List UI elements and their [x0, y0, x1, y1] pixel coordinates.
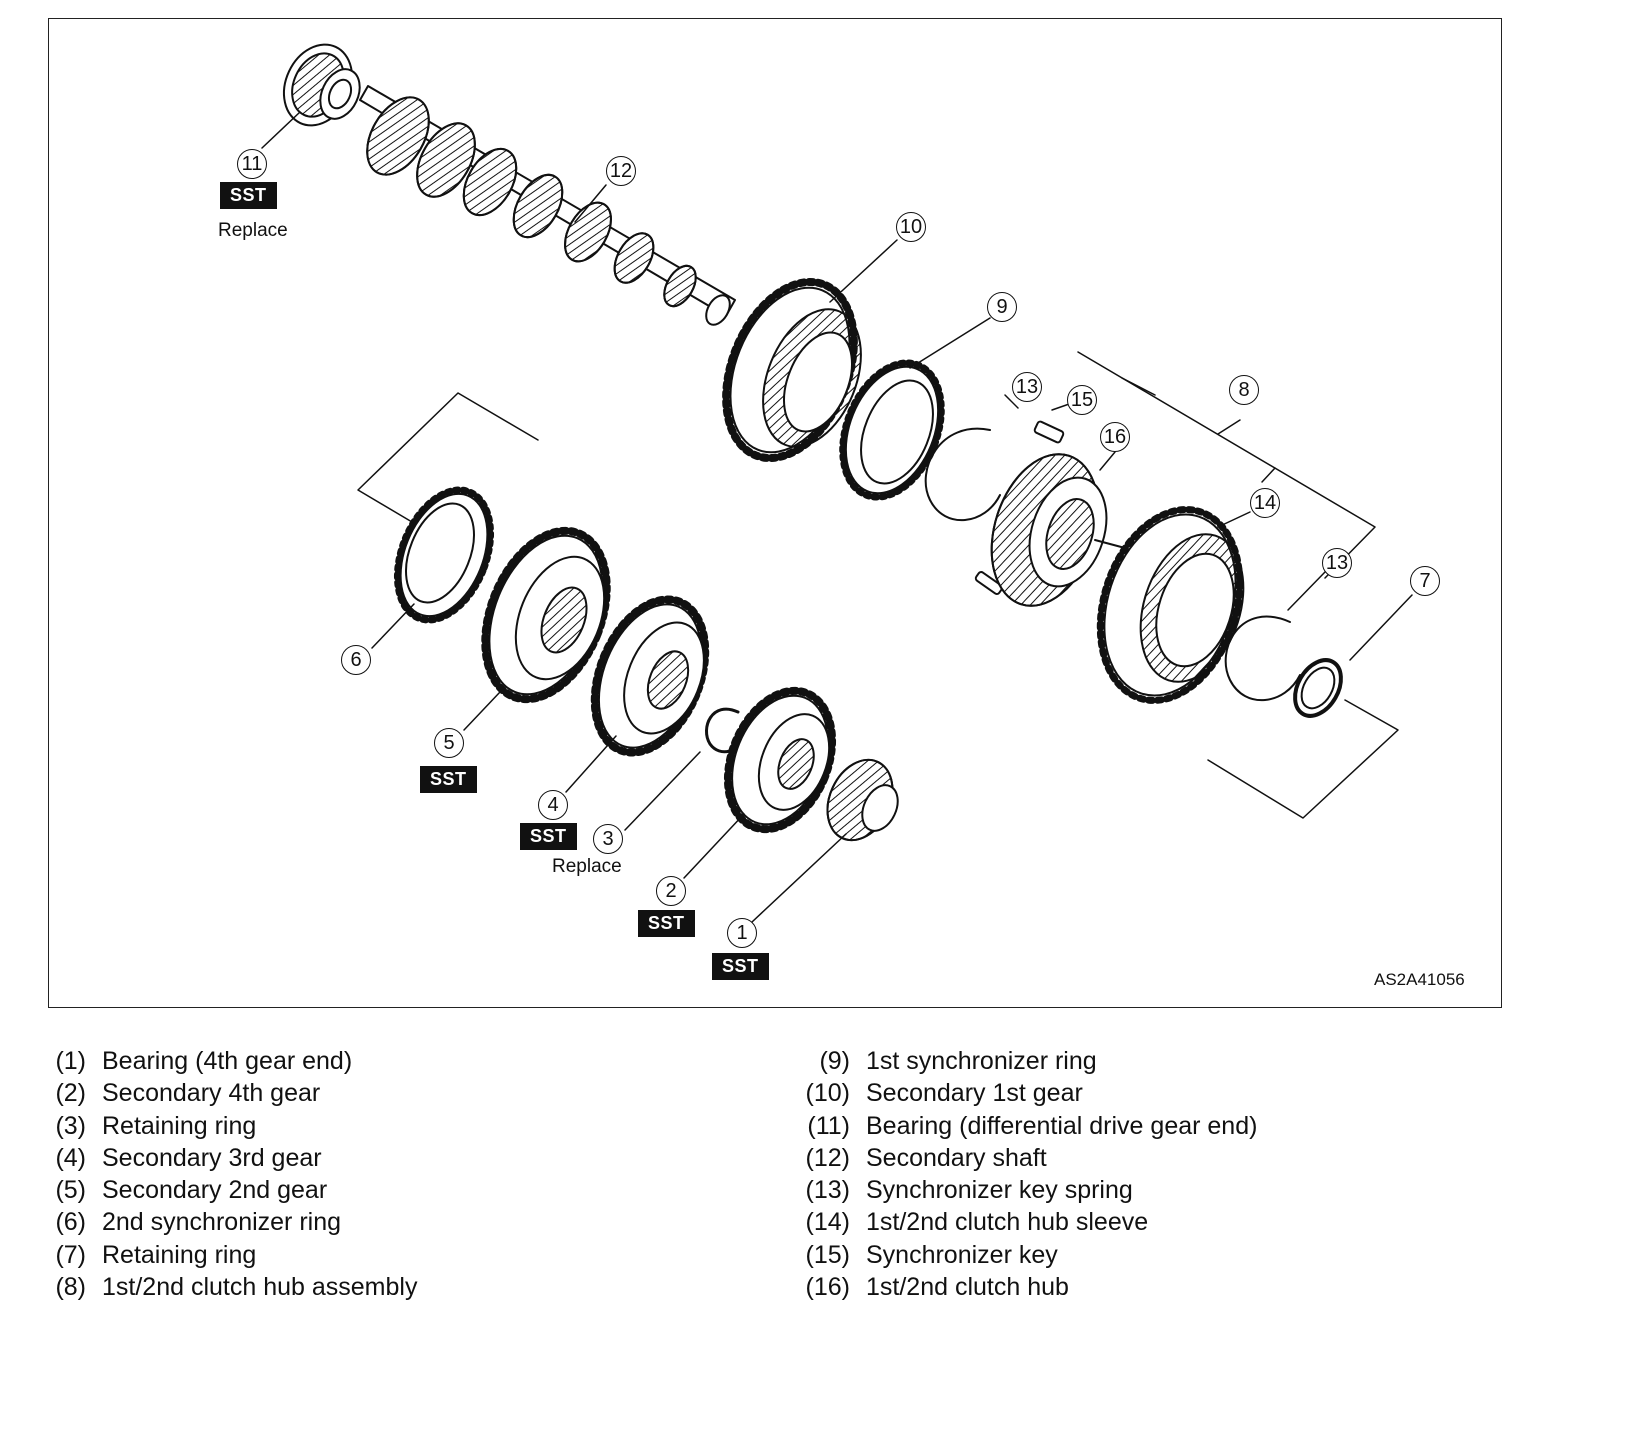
sst-tag-1: SST: [712, 953, 769, 980]
callout-1: 1: [727, 918, 757, 948]
legend-item-number: (4): [55, 1143, 86, 1172]
1st-2nd-clutch-hub-sleeve-part: [1096, 506, 1245, 704]
legend-item-text: Retaining ring: [102, 1240, 257, 1269]
legend-item: (16) 1st/2nd clutch hub: [802, 1271, 1257, 1303]
bearing-differential-end-part: [282, 43, 361, 127]
callout-3: 3: [593, 824, 623, 854]
synchronizer-key-part: [1033, 420, 1065, 444]
legend-item-text: Secondary shaft: [866, 1143, 1047, 1172]
legend-item-text: Secondary 2nd gear: [102, 1176, 328, 1205]
2nd-synchronizer-ring-part: [393, 486, 495, 624]
legend-left-column: (1) Bearing (4th gear end) (2) Secondary 4t…: [50, 1045, 417, 1303]
legend-item-number: (5): [55, 1176, 86, 1205]
secondary-3rd-gear-part: [590, 595, 710, 757]
legend-item-text: Retaining ring: [102, 1111, 257, 1140]
figure-code: AS2A41056: [1374, 970, 1465, 989]
legend-item: (8) 1st/2nd clutch hub assembly: [50, 1271, 417, 1303]
legend-item-text: Synchronizer key: [866, 1240, 1058, 1269]
legend-item: (2) Secondary 4th gear: [50, 1077, 417, 1109]
legend-item-number: (9): [819, 1047, 850, 1075]
callout-13-lower: 13: [1322, 548, 1352, 578]
secondary-2nd-gear-part: [481, 526, 611, 704]
legend-item-text: Bearing (4th gear end): [102, 1047, 353, 1075]
synchronizer-key-spring-lower-part: [1224, 615, 1301, 702]
legend-item-number: (15): [805, 1240, 850, 1269]
legend-item: (4) Secondary 3rd gear: [50, 1142, 417, 1174]
legend-item-text: 1st/2nd clutch hub sleeve: [866, 1208, 1149, 1237]
replace-note-3: Replace: [552, 856, 622, 877]
leader-lines: [261, 111, 1413, 923]
legend-item: (15) Synchronizer key: [802, 1239, 1257, 1271]
callout-14: 14: [1250, 488, 1280, 518]
legend-item-text: 1st/2nd clutch hub: [866, 1273, 1069, 1302]
legend-item-number: (13): [805, 1176, 850, 1205]
callout-12: 12: [606, 156, 636, 186]
legend-item-text: 1st/2nd clutch hub assembly: [102, 1273, 418, 1302]
legend-item: (5) Secondary 2nd gear: [50, 1174, 417, 1206]
legend-item-number: (6): [55, 1208, 86, 1237]
legend-item: (10) Secondary 1st gear: [802, 1077, 1257, 1109]
callout-4: 4: [538, 790, 568, 820]
legend-item: (9) 1st synchronizer ring: [802, 1045, 1257, 1077]
1st-2nd-clutch-hub-part: [990, 453, 1126, 607]
synchronizer-key-spring-upper-part: [924, 427, 1001, 522]
legend-item-number: (2): [55, 1079, 86, 1108]
legend-right-column: (9) 1st synchronizer ring (10) Secondary 1s…: [802, 1045, 1258, 1303]
legend-item: (3) Retaining ring: [50, 1110, 417, 1142]
legend-item: (11) Bearing (differential drive gear end…: [802, 1110, 1257, 1142]
callout-8: 8: [1229, 375, 1259, 405]
sst-tag-2: SST: [638, 910, 695, 937]
legend-item-number: (12): [805, 1143, 850, 1172]
replace-note-11: Replace: [218, 220, 288, 241]
exploded-view-figure: [48, 18, 1502, 1008]
callout-11: 11: [237, 149, 267, 179]
callout-15: 15: [1067, 385, 1097, 415]
legend-item: (13) Synchronizer key spring: [802, 1174, 1257, 1206]
legend-item-text: Synchronizer key spring: [866, 1176, 1133, 1205]
legend-item: (7) Retaining ring: [50, 1239, 417, 1271]
legend-item: (12) Secondary shaft: [802, 1142, 1257, 1174]
secondary-4th-gear-part: [723, 686, 837, 834]
legend-item-text: 2nd synchronizer ring: [102, 1208, 342, 1237]
legend-item-number: (16): [805, 1273, 850, 1302]
legend-item-text: Secondary 1st gear: [866, 1079, 1083, 1108]
legend-item: (1) Bearing (4th gear end): [50, 1045, 417, 1077]
callout-2: 2: [656, 876, 686, 906]
callout-13-upper: 13: [1012, 372, 1042, 402]
legend-item-number: (8): [55, 1273, 86, 1302]
legend-item-text: Secondary 4th gear: [102, 1079, 321, 1108]
legend-item-number: (14): [805, 1208, 850, 1237]
legend-item-number: (11): [807, 1111, 850, 1140]
1st-synchronizer-ring-part: [839, 359, 945, 501]
sst-tag-4: SST: [520, 823, 577, 850]
retaining-ring-7-part: [1293, 658, 1343, 718]
bearing-4th-gear-end-part: [826, 758, 899, 842]
legend-item: (14) 1st/2nd clutch hub sleeve: [802, 1206, 1257, 1238]
synchronizer-key-lower-part: [974, 571, 1004, 595]
legend-item-number: (10): [805, 1079, 850, 1108]
sst-tag-5: SST: [420, 766, 477, 793]
legend-item-text: Bearing (differential drive gear end): [866, 1111, 1258, 1140]
callout-7: 7: [1410, 566, 1440, 596]
secondary-shaft-part: [359, 85, 736, 326]
callout-6: 6: [341, 645, 371, 675]
legend-item-text: Secondary 3rd gear: [102, 1143, 322, 1172]
legend-item-number: (1): [55, 1047, 86, 1075]
legend-item-text: 1st synchronizer ring: [866, 1047, 1097, 1075]
legend-item-number: (3): [55, 1111, 86, 1140]
legend-item-number: (7): [55, 1240, 86, 1269]
callout-9: 9: [987, 292, 1017, 322]
callout-5: 5: [434, 728, 464, 758]
callout-10: 10: [896, 212, 926, 242]
legend-item: (6) 2nd synchronizer ring: [50, 1206, 417, 1238]
sst-tag-11: SST: [220, 182, 277, 209]
callout-16: 16: [1100, 422, 1130, 452]
secondary-1st-gear-part: [722, 277, 862, 463]
